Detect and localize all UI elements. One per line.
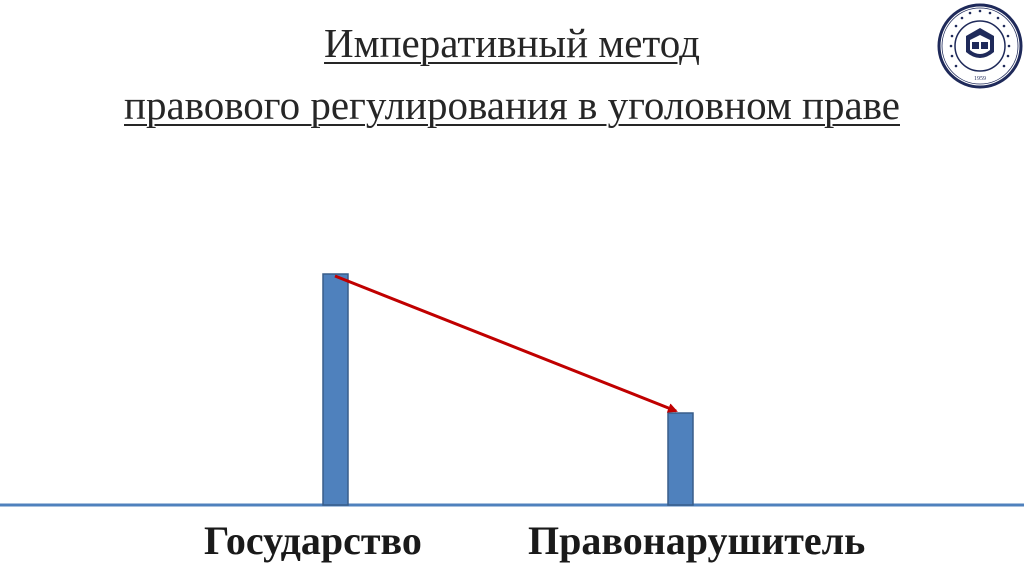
regulation-arrow bbox=[334, 274, 678, 413]
offender-bar bbox=[667, 412, 694, 506]
offender-label: Правонарушитель bbox=[528, 518, 866, 563]
slide-title: Императивный метод правового регулирован… bbox=[0, 12, 1024, 136]
title-line-2: правового регулирования в уголовном прав… bbox=[124, 82, 900, 128]
university-seal-icon: 1959 bbox=[937, 3, 1023, 89]
state-label: Государство bbox=[204, 518, 422, 563]
logo-year: 1959 bbox=[974, 76, 986, 82]
state-bar bbox=[322, 273, 349, 506]
title-line-1: Императивный метод bbox=[324, 20, 700, 66]
